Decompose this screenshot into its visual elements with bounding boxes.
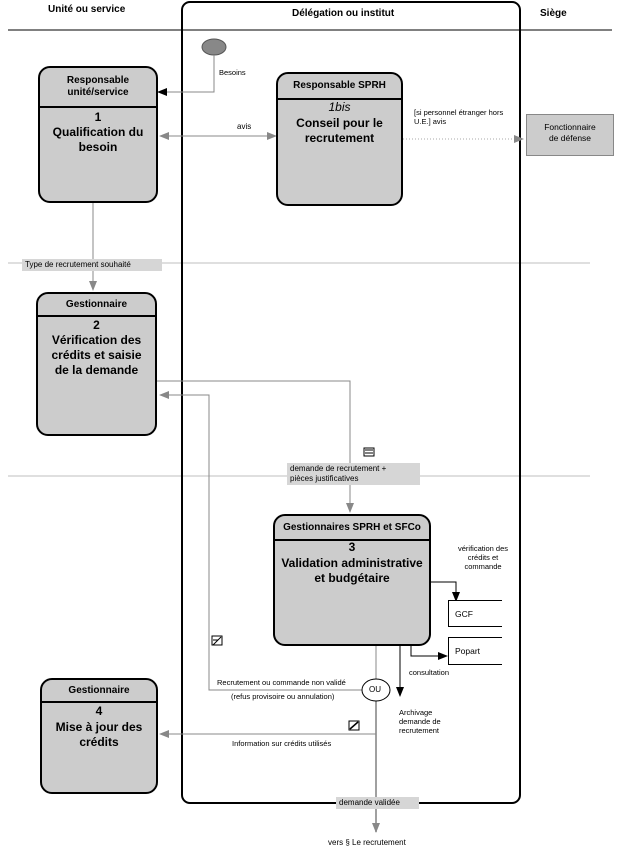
ou-node-label: OU — [369, 685, 381, 694]
box-qualification-besoin: Responsable unité/service 1 Qualificatio… — [38, 66, 158, 203]
gcf-arrow — [430, 581, 460, 602]
column-header-delegation: Délégation ou institut — [292, 8, 395, 19]
box-head-gestionnaires-sprh-sfco: Gestionnaires SPRH et SFCo — [275, 516, 429, 541]
box-head-gestionnaire-2: Gestionnaire — [38, 294, 155, 317]
step-title-conseil: Conseil pour le recrutement — [296, 116, 383, 145]
step-title-qualification: Qualification du besoin — [52, 125, 144, 154]
popart-arrow — [410, 646, 448, 660]
system-popart: Popart — [448, 637, 502, 665]
demande-arrow — [157, 380, 354, 513]
document-icon — [363, 447, 375, 457]
label-vers-recrutement: vers § Le recrutement — [328, 838, 406, 847]
label-info-credits: Information sur crédits utilisés — [232, 739, 332, 748]
step-number-1: 1 — [94, 110, 102, 124]
box-head-responsable-unite: Responsable unité/service — [40, 68, 156, 108]
label-demande-recrutement: demande de recrutement + pièces justific… — [287, 463, 420, 485]
step-number-3: 3 — [348, 540, 356, 554]
system-gcf: GCF — [448, 600, 502, 627]
label-besoins: Besoins — [219, 68, 246, 77]
label-verification-credits-commande: vérification des crédits et commande — [457, 544, 509, 571]
box-mise-a-jour-credits: Gestionnaire 4 Mise à jour des crédits — [40, 678, 158, 794]
box-fonctionnaire-defense: Fonctionnaire de défense — [526, 114, 614, 156]
info-document-icon — [348, 720, 360, 731]
column-header-unite: Unité ou service — [48, 4, 126, 15]
step-number-4: 4 — [95, 704, 103, 718]
start-node — [201, 38, 227, 56]
box-validation-administrative: Gestionnaires SPRH et SFCo 3 Validation … — [273, 514, 431, 646]
besoins-arrow — [157, 55, 215, 96]
retour-arrow — [159, 391, 362, 691]
label-avis: avis — [237, 122, 252, 131]
ou-node — [361, 678, 391, 702]
step-number-2: 2 — [93, 318, 100, 332]
label-type-recrutement: Type de recrutement souhaité — [22, 259, 162, 271]
step-title-mise-a-jour: Mise à jour des crédits — [55, 720, 143, 749]
label-consultation: consultation — [409, 668, 450, 677]
step-number-1bis: 1bis — [328, 100, 351, 114]
label-archivage: Archivage demande de recrutement — [399, 708, 441, 735]
label-si-personnel-etranger: [si personnel étranger hors U.E.] avis — [414, 108, 504, 126]
step-title-validation: Validation administrative et budgétaire — [281, 556, 423, 585]
box-verification-credits: Gestionnaire 2 Vérification des crédits … — [36, 292, 157, 436]
label-refus-provisoire: (refus provisoire ou annulation) — [231, 692, 335, 701]
step-title-verification: Vérification des crédits et saisie de la… — [51, 333, 142, 377]
label-non-valide: Recrutement ou commande non validé — [217, 678, 346, 687]
rejection-document-icon — [211, 635, 223, 646]
label-demande-validee: demande validée — [336, 797, 419, 809]
box-head-responsable-sprh: Responsable SPRH — [278, 74, 401, 100]
box-head-gestionnaire-4: Gestionnaire — [42, 680, 156, 703]
box-conseil-recrutement: Responsable SPRH 1bis Conseil pour le re… — [276, 72, 403, 206]
column-header-siege: Siège — [540, 8, 567, 19]
